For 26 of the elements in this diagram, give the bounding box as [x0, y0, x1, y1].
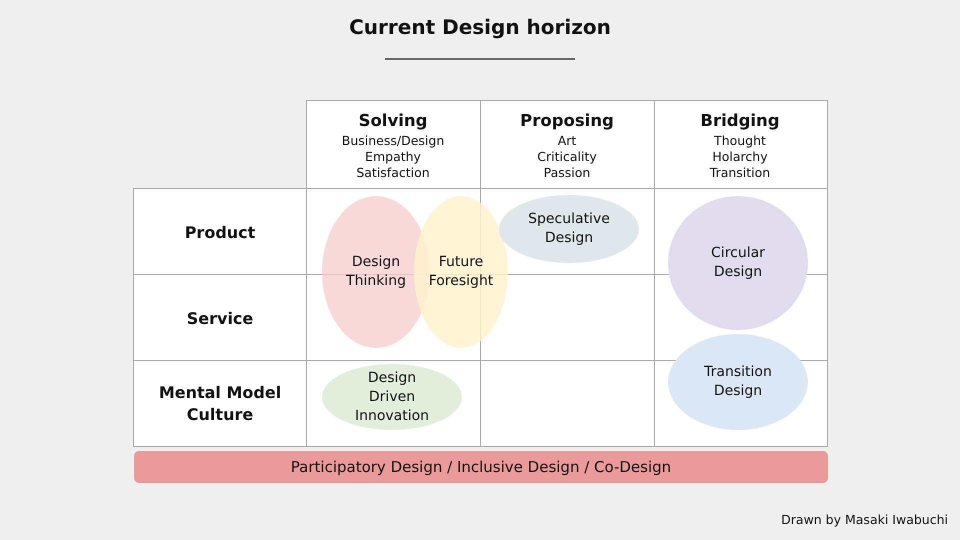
row-heading: Mental Model [158, 383, 282, 402]
column-heading: Bridging [700, 111, 780, 130]
method-name: Design Driven Innovation [354, 368, 430, 426]
column-keyword: Business/Design [342, 133, 444, 148]
row-heading: Culture [186, 405, 254, 424]
method-band [134, 451, 828, 483]
method-name: Design Thinking [345, 253, 407, 291]
column-keyword: Empathy [365, 149, 421, 164]
method-name: Future Foresight [428, 253, 494, 291]
column-keyword: Art [558, 133, 576, 148]
column-keyword: Holarchy [712, 149, 768, 164]
column-heading: Solving [358, 111, 428, 130]
title: Current Design horizon [348, 15, 612, 39]
column-keyword: Passion [544, 165, 590, 180]
row-heading: Product [184, 223, 256, 242]
method-name: Participatory Design / Inclusive Design / Co-Design [290, 458, 672, 476]
column-keyword: Transition [710, 165, 770, 180]
column-heading: Proposing [520, 111, 614, 130]
method-name: Circular Design [710, 244, 766, 282]
method-name: Transition Design [703, 363, 773, 401]
method-name: Speculative Design [527, 210, 611, 248]
column-keyword: Satisfaction [356, 165, 430, 180]
column-keyword: Criticality [537, 149, 597, 164]
credit-note: Drawn by Masaki Iwabuchi [781, 512, 948, 527]
column-keyword: Thought [714, 133, 766, 148]
row-heading: Service [186, 309, 254, 328]
